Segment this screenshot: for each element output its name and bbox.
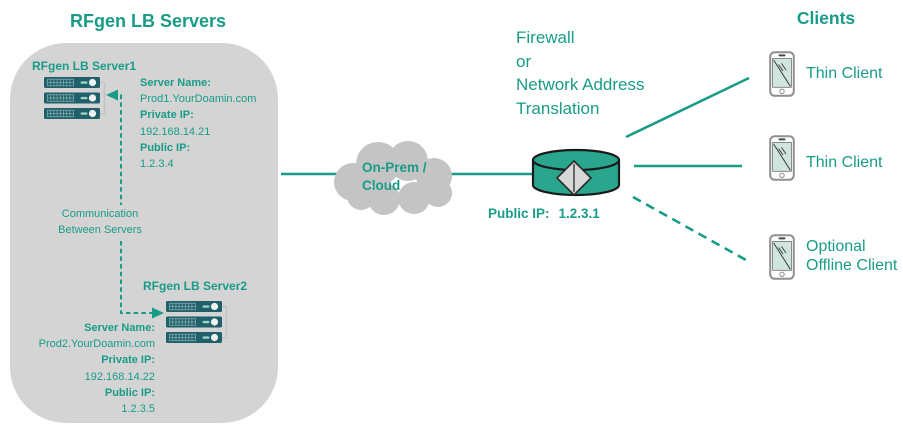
- firewall-public-ip: Public IP: 1.2.3.1: [488, 206, 600, 221]
- server2-public-ip-value: 1.2.3.5: [121, 403, 155, 416]
- server1-private-ip-value: 192.168.14.21: [140, 125, 211, 138]
- server1-private-ip-label: Private IP:: [140, 109, 194, 122]
- firewall-public-ip-value: 1.2.3.1: [558, 206, 600, 221]
- thin-client-2-label: Thin Client: [806, 154, 883, 171]
- server1-info: Server Name: Prod1.YourDoamin.com Privat…: [140, 75, 256, 172]
- offline-client-phone-icon: [769, 234, 795, 280]
- firewall-title-line4: Translation: [516, 98, 600, 118]
- thin-client-1-phone-icon: [769, 51, 795, 97]
- server2-icon: [166, 301, 228, 344]
- server2-private-ip-value: 192.168.14.22: [84, 370, 155, 383]
- offline-client-label-line2: Offline Client: [806, 256, 898, 274]
- server1-icon: [44, 77, 106, 120]
- cloud-label-line2: Cloud: [362, 177, 401, 193]
- server1-name-label: RFgen LB Server1: [32, 59, 137, 73]
- server2-public-ip-label: Public IP:: [104, 386, 155, 399]
- communication-label-line1: Communication: [61, 208, 139, 220]
- clients-title: Clients: [796, 8, 856, 28]
- server2-info: Server Name: Prod2.YourDoamin.com Privat…: [18, 320, 155, 417]
- link-firewall-to-offline-client-dashed-line: [632, 195, 747, 262]
- cloud-label-line1: On-Prem /: [362, 160, 427, 175]
- communication-label: Communication Between Servers: [48, 205, 152, 239]
- firewall-title: Firewall or Network Address Translation: [516, 26, 645, 120]
- communication-label-line2: Between Servers: [58, 224, 142, 236]
- firewall-title-line3: Network Address: [516, 75, 645, 94]
- server1-server-name-value: Prod1.YourDoamin.com: [140, 93, 257, 106]
- thin-client-1-label: Thin Client: [806, 65, 883, 82]
- lb-servers-title: RFgen LB Servers: [69, 11, 227, 31]
- thin-client-2-phone-icon: [769, 135, 795, 181]
- server1-public-ip-label: Public IP:: [140, 141, 191, 154]
- offline-client-label-line1: Optional: [806, 238, 866, 255]
- server2-server-name-label: Server Name:: [84, 322, 155, 334]
- firewall-title-line1: Firewall: [516, 28, 575, 47]
- server1-public-ip-value: 1.2.3.4: [140, 158, 174, 171]
- firewall-cylinder-icon: [531, 148, 621, 197]
- cloud-label: On-Prem / Cloud: [362, 159, 427, 194]
- firewall-public-ip-label: Public IP:: [488, 206, 550, 221]
- server2-private-ip-label: Private IP:: [101, 354, 155, 367]
- server2-server-name-value: Prod2.YourDoamin.com: [38, 338, 155, 351]
- server2-name-label: RFgen LB Server2: [143, 279, 248, 293]
- server1-server-name-label: Server Name:: [140, 77, 211, 89]
- offline-client-label: Optional Offline Client: [806, 238, 897, 275]
- firewall-title-line2: or: [516, 51, 532, 71]
